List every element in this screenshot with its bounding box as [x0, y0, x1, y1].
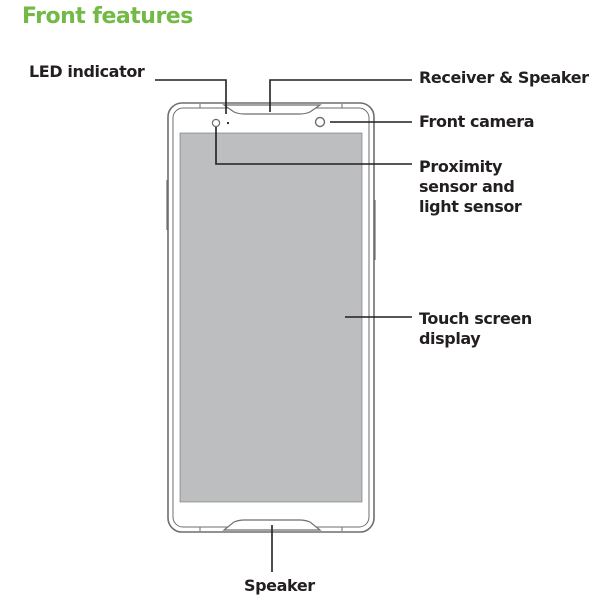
leader-proximity-sensor: [215, 127, 412, 165]
callout-speaker: Speaker: [244, 576, 315, 595]
callout-front-camera: Front camera: [419, 112, 535, 131]
touch-screen-area: [179, 132, 363, 503]
callout-proximity-line-2: sensor and: [419, 177, 515, 196]
proximity-sensor-dot: [211, 118, 221, 128]
callout-touch-screen-line-2: display: [419, 329, 481, 348]
callout-touch-screen-line-1: Touch screen: [419, 309, 532, 328]
callout-receiver-speaker: Receiver & Speaker: [419, 68, 589, 87]
callout-leader-lines: [155, 79, 412, 572]
receiver-speaker-grille: [222, 104, 322, 115]
led-indicator-dot: [226, 121, 230, 125]
leader-receiver-speaker: [269, 79, 412, 112]
callout-touch-screen-display: Touch screen display: [419, 309, 532, 349]
leader-led-indicator: [155, 79, 227, 114]
callout-proximity-line-1: Proximity: [419, 157, 503, 176]
front-camera-lens: [314, 116, 326, 128]
callout-proximity-line-3: light sensor: [419, 197, 522, 216]
antenna-ticks: [199, 104, 343, 531]
page-title: Front features: [22, 4, 193, 29]
callout-led-indicator: LED indicator: [29, 62, 145, 81]
callout-proximity-light-sensor: Proximity sensor and light sensor: [419, 157, 522, 217]
